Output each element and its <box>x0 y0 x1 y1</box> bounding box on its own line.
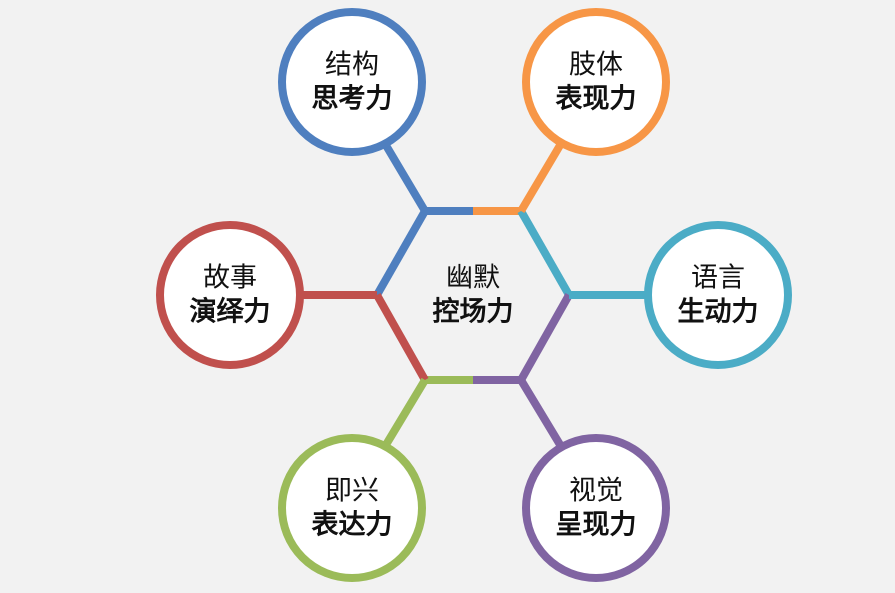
node-body-line2: 表现力 <box>555 83 637 114</box>
connector-improv <box>380 377 429 451</box>
node-circle-language <box>644 221 792 369</box>
node-improv-line1: 即兴 <box>325 475 379 507</box>
node-circle-body <box>522 8 670 156</box>
center-label: 幽默 控场力 <box>433 261 514 329</box>
hex-edge-visual <box>517 293 573 382</box>
node-circle-structure <box>278 8 426 156</box>
node-body-line1: 肢体 <box>569 49 623 81</box>
hex-edge-story <box>373 293 429 382</box>
node-story-line2: 演绎力 <box>189 296 271 327</box>
connector-body <box>517 139 566 214</box>
connector-structure <box>380 139 429 214</box>
node-visual-line2: 呈现力 <box>555 509 637 540</box>
hex-edge-structure <box>373 209 429 297</box>
node-language-line2: 生动力 <box>677 296 759 327</box>
node-label-visual: 视觉 呈现力 <box>556 474 637 542</box>
node-circle-improv <box>278 434 426 582</box>
node-visual-line1: 视觉 <box>569 475 623 507</box>
center-line2: 控场力 <box>432 296 514 327</box>
node-structure-line2: 思考力 <box>311 83 393 114</box>
node-structure-line1: 结构 <box>325 49 379 81</box>
node-label-story: 故事 演绎力 <box>190 261 271 329</box>
connector-visual <box>517 377 566 451</box>
node-language-line1: 语言 <box>691 262 745 294</box>
node-label-structure: 结构 思考力 <box>312 48 393 116</box>
node-label-language: 语言 生动力 <box>678 261 759 329</box>
node-improv-line2: 表达力 <box>311 509 393 540</box>
node-circle-visual <box>522 434 670 582</box>
node-circle-story <box>156 221 304 369</box>
node-label-improv: 即兴 表达力 <box>312 474 393 542</box>
center-line1: 幽默 <box>446 262 500 294</box>
hex-edge-language <box>517 209 573 297</box>
node-story-line1: 故事 <box>203 262 257 294</box>
node-label-body: 肢体 表现力 <box>556 48 637 116</box>
